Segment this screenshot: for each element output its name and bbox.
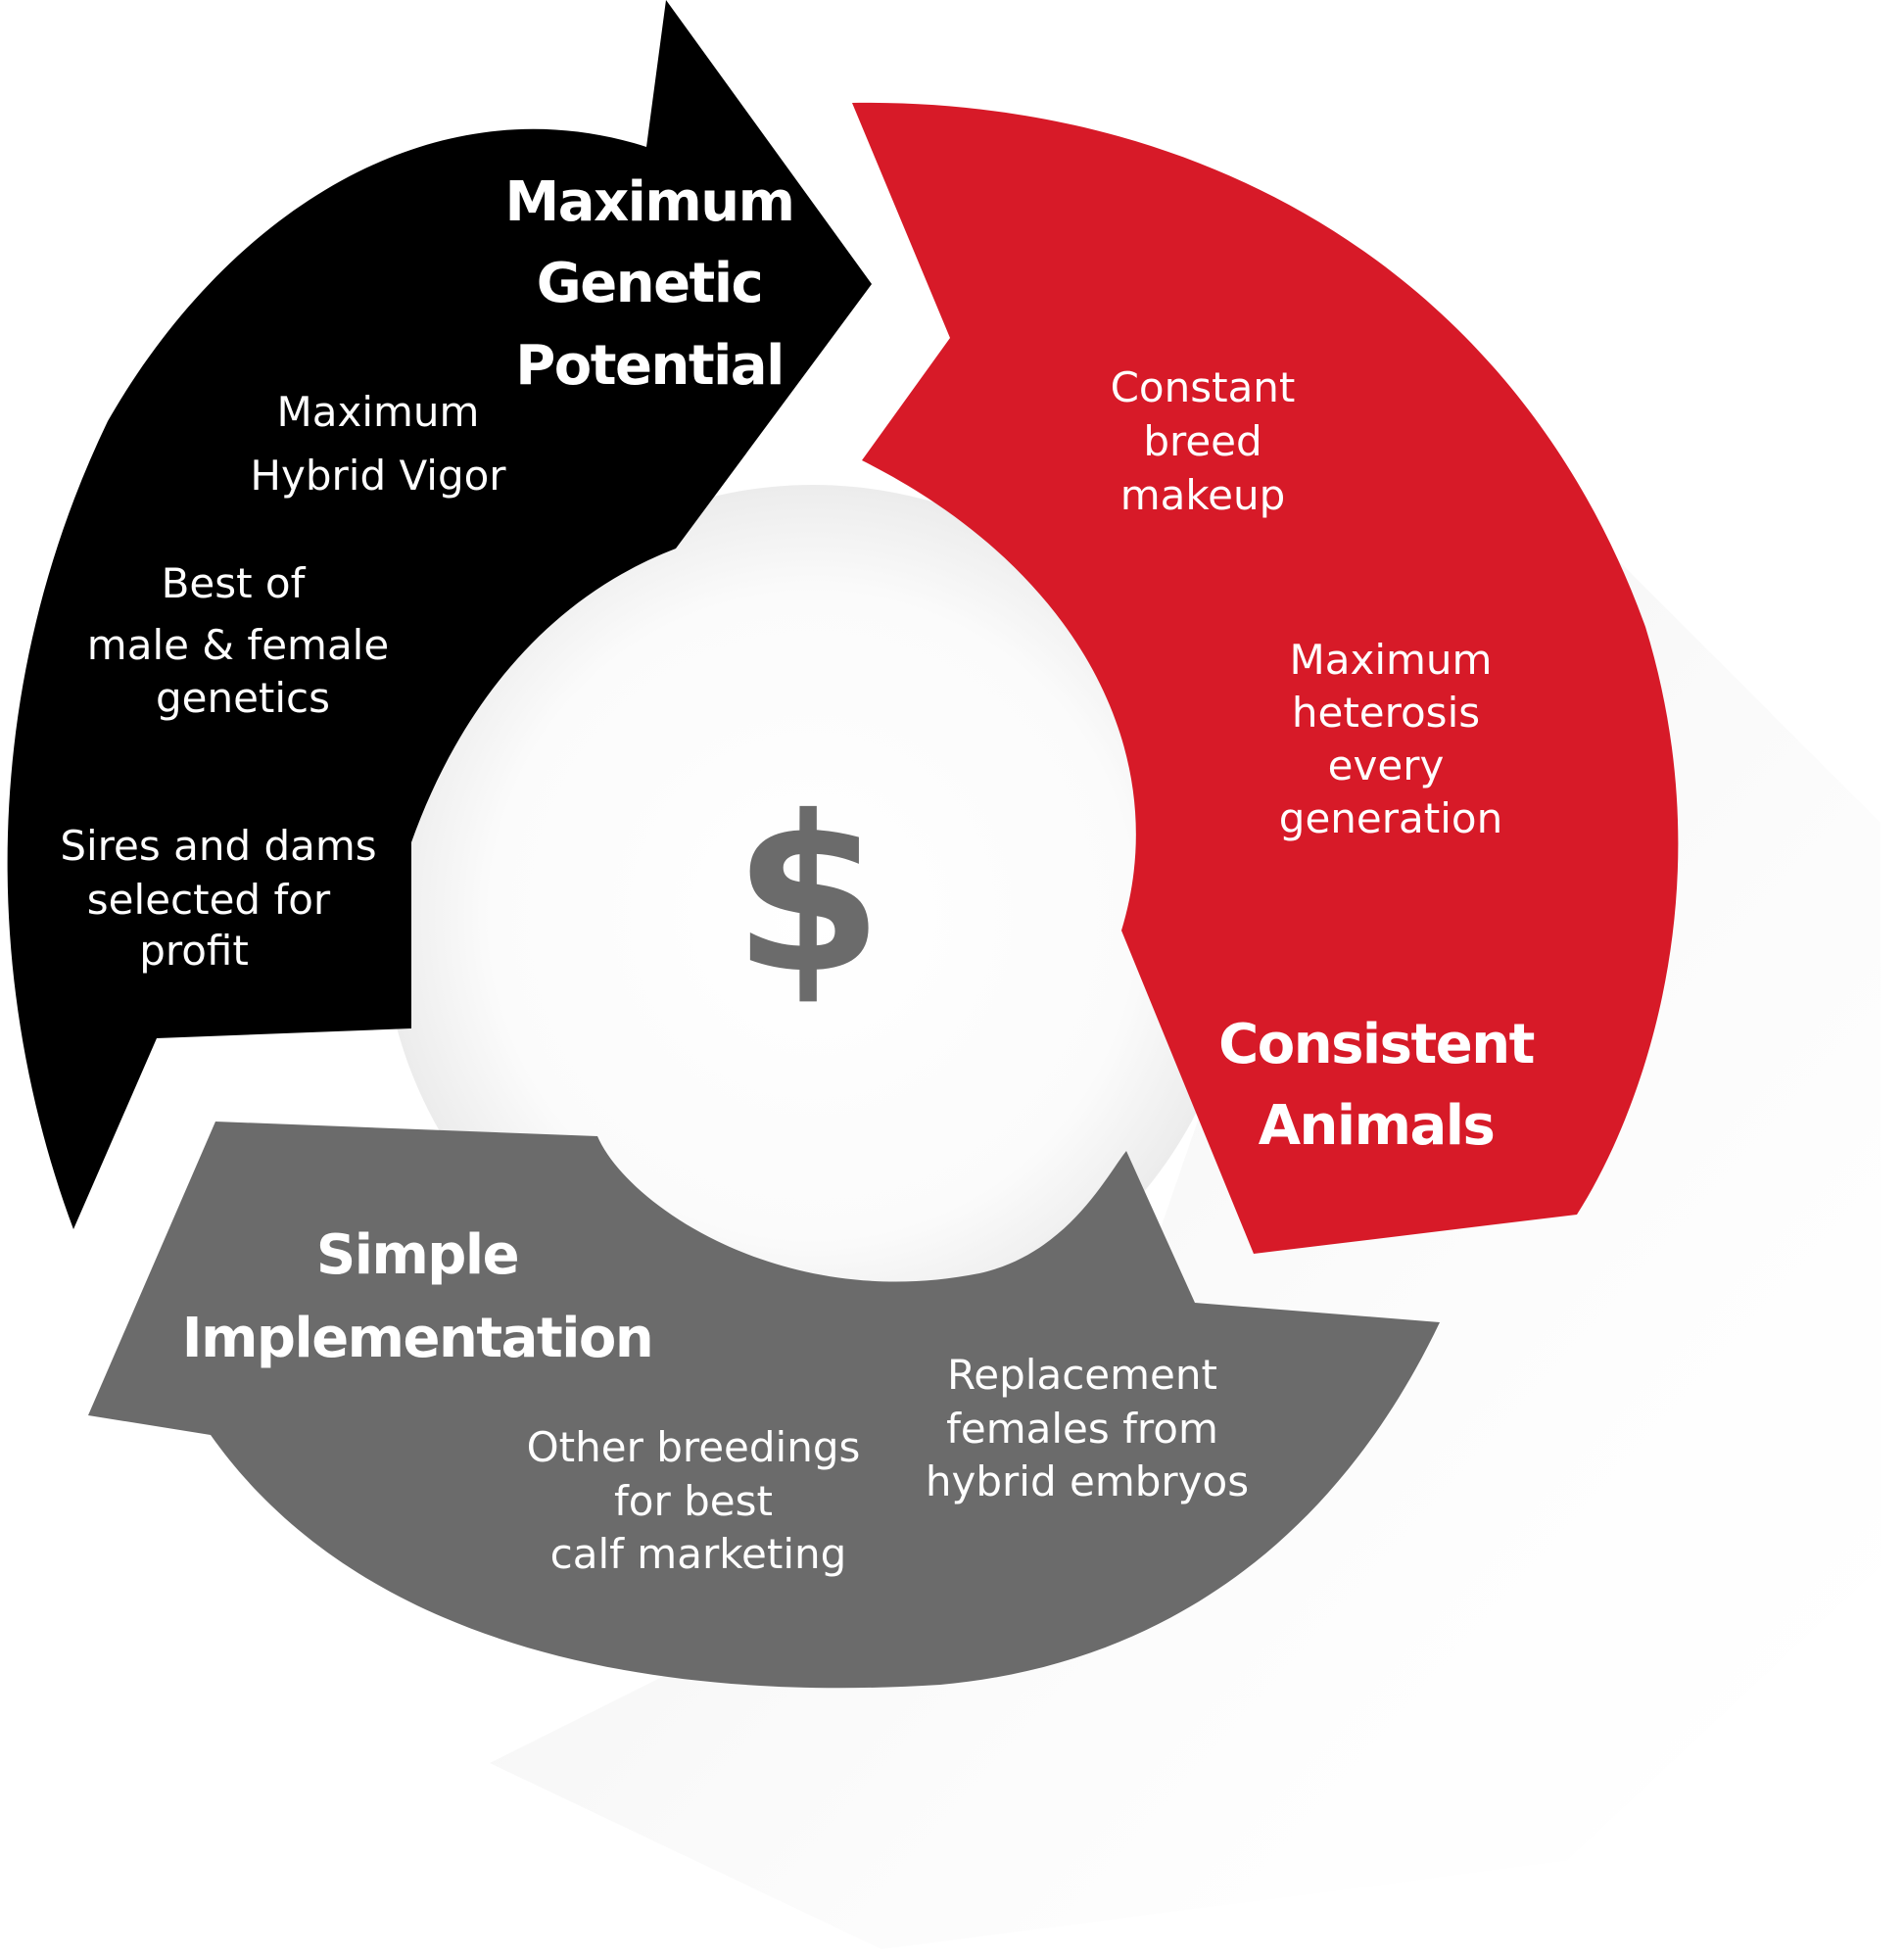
item-line: Constant — [1111, 363, 1296, 411]
simple-title-line-1: Simple — [316, 1223, 518, 1287]
item-line: hybrid embryos — [926, 1457, 1249, 1505]
item-line: genetics — [156, 674, 330, 722]
segment-genetic — [7, 0, 873, 1229]
item-line: Maximum — [1290, 636, 1493, 684]
item-line: male & female — [87, 621, 389, 669]
segment-consistent — [852, 102, 1679, 1254]
genetic-item-sires-dams: Sires and dams selected for profit — [60, 822, 376, 975]
simple-title: Simple Implementation — [182, 1223, 654, 1370]
item-line: Best of — [162, 559, 307, 607]
item-line: Sires and dams — [60, 822, 376, 870]
item-line: Hybrid Vigor — [250, 452, 506, 500]
item-line: calf marketing — [550, 1530, 847, 1578]
item-line: profit — [139, 927, 249, 975]
item-line: Other breedings — [527, 1423, 861, 1471]
item-line: females from — [946, 1405, 1218, 1453]
simple-item-other-breedings: Other breedings for best calf marketing — [527, 1423, 861, 1578]
item-line: generation — [1279, 794, 1502, 842]
consistent-item-breed-makeup: Constant breed makeup — [1111, 363, 1296, 519]
dollar-symbol: $ — [733, 770, 882, 1021]
item-line: heterosis — [1292, 689, 1480, 737]
consistent-title-line-1: Consistent — [1218, 1013, 1534, 1076]
genetic-item-hybrid-vigor: Maximum Hybrid Vigor — [250, 388, 506, 500]
genetic-title: Maximum Genetic Potential — [505, 170, 795, 398]
center-disc — [382, 485, 1244, 1347]
consistent-title-line-2: Animals — [1259, 1094, 1495, 1158]
genetic-title-line-1: Maximum — [505, 170, 794, 234]
item-line: Replacement — [947, 1351, 1217, 1399]
segment-simple — [88, 1122, 1440, 1689]
item-line: selected for — [87, 876, 331, 924]
item-line: every — [1328, 741, 1445, 789]
item-line: breed — [1143, 417, 1261, 465]
consistent-title: Consistent Animals — [1218, 1013, 1536, 1158]
genetic-title-line-2: Genetic — [537, 252, 762, 315]
genetic-title-line-3: Potential — [515, 334, 784, 398]
simple-item-replacement: Replacement females from hybrid embryos — [926, 1351, 1249, 1505]
genetic-item-best-of: Best of male & female genetics — [87, 559, 389, 722]
item-line: makeup — [1120, 471, 1286, 519]
consistent-item-heterosis: Maximum heterosis every generation — [1279, 636, 1502, 842]
simple-title-line-2: Implementation — [182, 1307, 653, 1370]
item-line: for best — [614, 1477, 773, 1525]
item-line: Maximum — [277, 388, 480, 436]
